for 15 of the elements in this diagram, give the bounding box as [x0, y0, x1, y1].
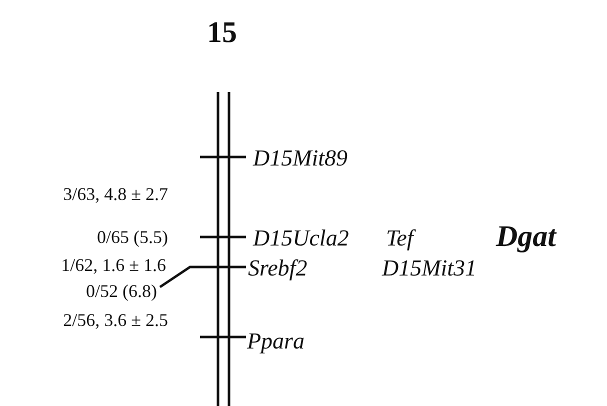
chromosome-number: 15	[207, 18, 237, 48]
locus-name: D15Mit31	[382, 256, 477, 280]
recombination-value: 1/62, 1.6 ± 1.6	[61, 256, 166, 274]
recombination-value: 3/63, 4.8 ± 2.7	[63, 185, 168, 203]
recombination-value: 0/52 (6.8)	[86, 282, 157, 300]
locus-name: D15Mit89	[253, 146, 348, 170]
leader-line	[159, 266, 200, 288]
locus-tick	[200, 266, 246, 268]
locus-name: Ppara	[247, 330, 304, 352]
recombination-value: 2/56, 3.6 ± 2.5	[63, 311, 168, 329]
locus-name: Tef	[386, 226, 414, 250]
locus-name: D15Ucla2	[253, 226, 349, 250]
locus-name: Srebf2	[248, 256, 308, 280]
recombination-value: 0/65 (5.5)	[97, 228, 168, 246]
locus-name: Dgat	[496, 222, 556, 252]
